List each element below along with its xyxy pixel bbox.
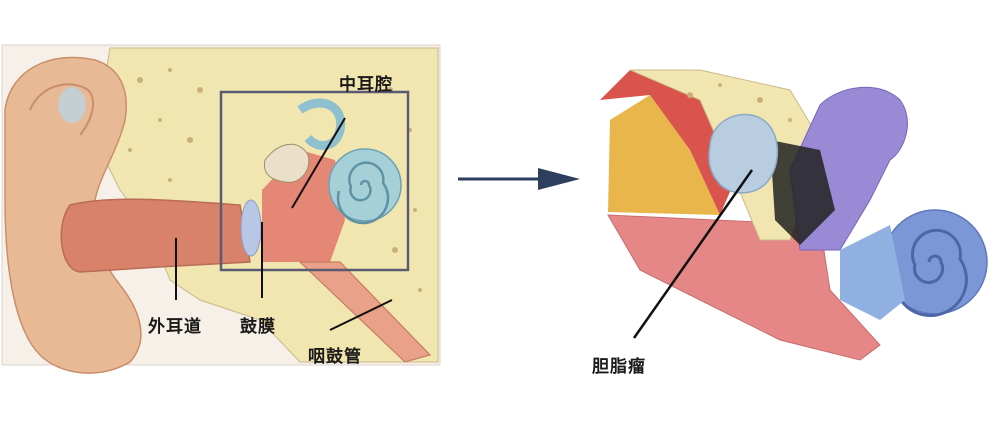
eardrum-shape: [240, 199, 262, 257]
leader-cholesteatoma: [632, 169, 754, 339]
ear-cross-section: [1, 44, 441, 374]
cartilage-highlight: [58, 87, 86, 123]
label-cholesteatoma: 胆脂瘤: [592, 357, 646, 377]
detail-cochlea: [882, 209, 988, 318]
cholesteatoma-mass: [708, 113, 779, 194]
external-canal-shape: [60, 198, 251, 273]
label-middle-ear-cavity: 中耳腔: [339, 75, 393, 95]
label-external-canal: 外耳道: [148, 317, 202, 337]
transition-arrow: [458, 168, 580, 190]
detail-fat-layer: [608, 95, 720, 215]
label-eustachian-tube: 咽鼓管: [308, 347, 362, 367]
cholesteatoma-detail: [600, 69, 988, 361]
cochlea: [328, 148, 402, 225]
leader-eustachian: [329, 299, 393, 331]
leader-middle-ear: [291, 117, 346, 209]
label-eardrum: 鼓膜: [240, 317, 276, 337]
semicircular-canals: [297, 98, 346, 150]
detail-muscle: [600, 70, 735, 215]
detail-ossicles: [770, 140, 835, 245]
ossicles: [263, 143, 310, 183]
auricle-fold: [29, 83, 95, 136]
detail-vestibule: [840, 225, 905, 320]
zoom-box: [219, 90, 410, 272]
